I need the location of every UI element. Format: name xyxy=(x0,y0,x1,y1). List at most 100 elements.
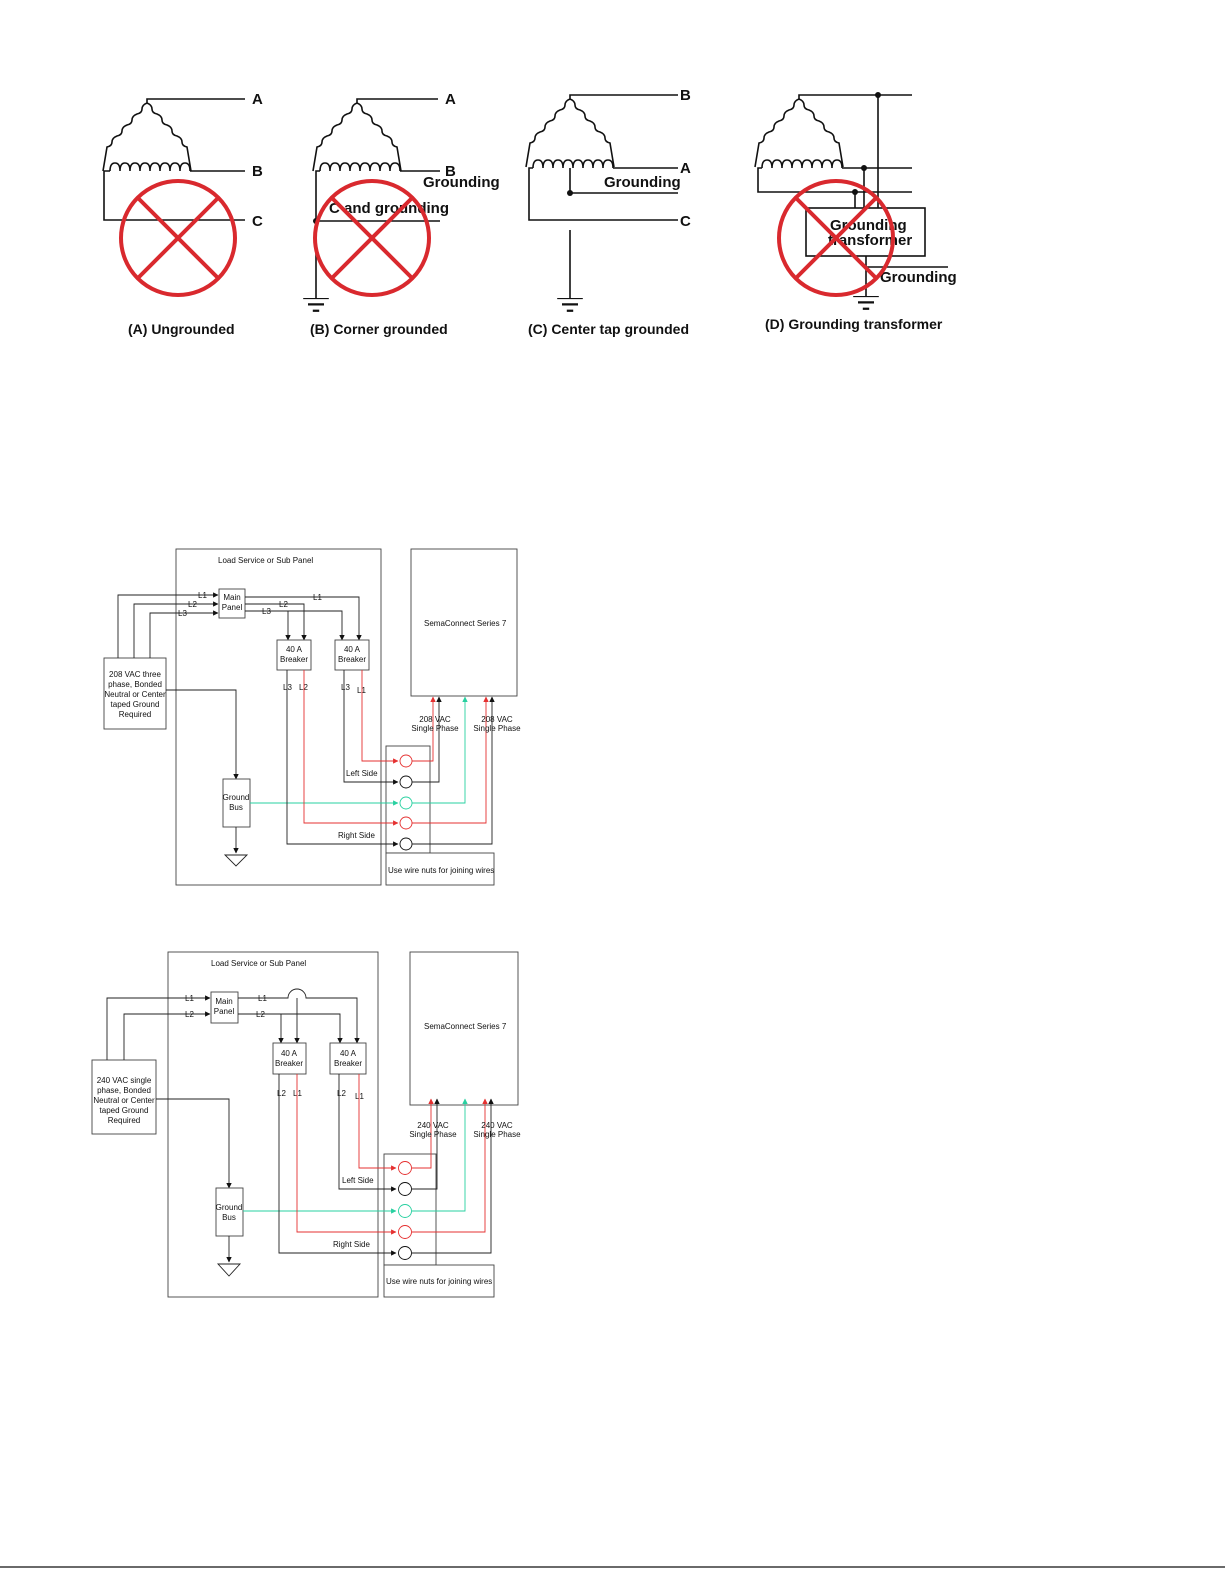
terminal-black-left xyxy=(399,775,413,789)
main-panel-label-1: Main xyxy=(223,593,240,602)
terminal-red-right xyxy=(399,816,413,830)
caption-a: (A) Ungrounded xyxy=(128,321,235,337)
terminal-c-label: C xyxy=(680,213,691,230)
terminal-black-right xyxy=(398,1246,412,1260)
panel-a-ungrounded: A B C (A) Ungrounded xyxy=(102,91,263,337)
terminal-b-label: B xyxy=(445,163,456,180)
left-side-label: Left Side xyxy=(342,1176,374,1185)
source-label-4: taped Ground xyxy=(100,1106,149,1115)
branch-l1-label: L1 xyxy=(313,593,322,602)
main-panel-box xyxy=(218,588,246,619)
sub-panel-box xyxy=(167,951,379,1298)
note-box xyxy=(385,852,495,886)
breaker-1-out-a: L3 xyxy=(283,683,292,692)
supply-right-2: Single Phase xyxy=(473,724,521,733)
terminal-b-label: B xyxy=(680,87,691,104)
breaker-2-label-2: Breaker xyxy=(334,1059,362,1068)
source-label-4: taped Ground xyxy=(111,700,160,709)
source-box xyxy=(91,1059,157,1135)
transformer-label-1: Grounding xyxy=(830,217,907,234)
main-panel-box xyxy=(210,991,239,1024)
terminal-black-left xyxy=(398,1182,412,1196)
panel-d-grounding-transformer: Grounding transformer Grounding (D) Grou… xyxy=(754,92,957,332)
supply-left-2: Single Phase xyxy=(411,724,459,733)
charger-label: SemaConnect Series 7 xyxy=(424,619,507,628)
branch-l2-label: L2 xyxy=(279,600,288,609)
breaker-2-out-a: L2 xyxy=(337,1089,346,1098)
breaker-1-label-2: Breaker xyxy=(275,1059,303,1068)
breaker-1-label-1: 40 A xyxy=(286,645,303,654)
supply-right-1: 208 VAC xyxy=(481,715,513,724)
coil-left xyxy=(102,102,148,172)
supply-right-1: 240 VAC xyxy=(481,1121,513,1130)
ground-bus-label-2: Bus xyxy=(222,1213,236,1222)
ground-bus-label-1: Ground xyxy=(216,1203,243,1212)
breaker-1-label-1: 40 A xyxy=(281,1049,298,1058)
main-panel-label-1: Main xyxy=(215,997,232,1006)
wire-nuts-note: Use wire nuts for joining wires xyxy=(386,1277,492,1286)
terminal-red-left xyxy=(398,1161,412,1175)
feed-l2-label: L2 xyxy=(185,1010,194,1019)
branch-l2-label: L2 xyxy=(256,1010,265,1019)
feed-l1-label: L1 xyxy=(185,994,194,1003)
prohibited-icon xyxy=(313,179,431,297)
feed-l1-label: L1 xyxy=(198,591,207,600)
branch-l3-label: L3 xyxy=(262,607,271,616)
panel-title: Load Service or Sub Panel xyxy=(218,556,313,565)
source-box xyxy=(103,657,167,730)
wiring-diagram-208vac: Load Service or Sub Panel SemaConnect Se… xyxy=(103,548,521,886)
charger-box xyxy=(410,548,518,697)
source-label-1: 240 VAC single xyxy=(97,1076,152,1085)
ground-bus-box xyxy=(222,778,251,828)
grounding-label: Grounding xyxy=(423,174,500,191)
terminal-a-label: A xyxy=(445,91,456,108)
coil-bottom xyxy=(109,162,191,172)
panel-title: Load Service or Sub Panel xyxy=(211,959,306,968)
ground-bus-label-1: Ground xyxy=(223,793,250,802)
breaker-1-label-2: Breaker xyxy=(280,655,308,664)
ground-bus-label-2: Bus xyxy=(229,803,243,812)
source-label-2: phase, Bonded xyxy=(97,1086,151,1095)
terminal-black-right xyxy=(399,837,413,851)
breaker-1-out-b: L1 xyxy=(293,1089,302,1098)
breaker-2-out-a: L3 xyxy=(341,683,350,692)
terminal-a-label: A xyxy=(680,160,691,177)
caption-c: (C) Center tap grounded xyxy=(528,321,689,337)
source-label-3: Neutral or Center xyxy=(93,1096,155,1105)
prohibited-icon xyxy=(119,179,237,297)
terminal-a-label: A xyxy=(252,91,263,108)
feed-l2-label: L2 xyxy=(188,600,197,609)
branch-l1-label: L1 xyxy=(258,994,267,1003)
terminal-red-left xyxy=(399,754,413,768)
ground-bus-box xyxy=(215,1187,244,1237)
ground-symbol-icon xyxy=(216,1263,242,1277)
ground-symbol-icon xyxy=(223,854,249,867)
breaker-1-box xyxy=(272,1042,307,1075)
grounding-label: Grounding xyxy=(604,174,681,191)
caption-d: (D) Grounding transformer xyxy=(765,316,943,332)
terminal-green xyxy=(398,1204,412,1218)
right-side-label: Right Side xyxy=(333,1240,370,1249)
terminal-b-label: B xyxy=(252,163,263,180)
left-side-label: Left Side xyxy=(346,769,378,778)
supply-left-1: 208 VAC xyxy=(419,715,451,724)
sub-panel-box xyxy=(175,548,382,886)
supply-left-2: Single Phase xyxy=(409,1130,457,1139)
source-label-3: Neutral or Center xyxy=(104,690,166,699)
wire-nuts-note: Use wire nuts for joining wires xyxy=(388,866,494,875)
charger-box xyxy=(409,951,519,1106)
supply-left-1: 240 VAC xyxy=(417,1121,449,1130)
breaker-2-box xyxy=(334,639,370,671)
breaker-2-box xyxy=(329,1042,367,1075)
panel-c-center-tap-grounded: B A Grounding C (C) Center tap grounded xyxy=(525,87,691,337)
coil-right xyxy=(146,102,192,172)
source-label-5: Required xyxy=(108,1116,140,1125)
prohibited-icon xyxy=(777,179,895,297)
main-panel-label-2: Panel xyxy=(222,603,243,612)
source-label-2: phase, Bonded xyxy=(108,680,162,689)
delta-grounding-figure: A B C (A) Ungrounded A B Grounding C and… xyxy=(102,87,957,337)
terminal-c-label: C xyxy=(252,213,263,230)
panel-b-corner-grounded: A B Grounding C and grounding (B) Corner… xyxy=(310,91,500,337)
breaker-2-out-b: L1 xyxy=(355,1092,364,1101)
